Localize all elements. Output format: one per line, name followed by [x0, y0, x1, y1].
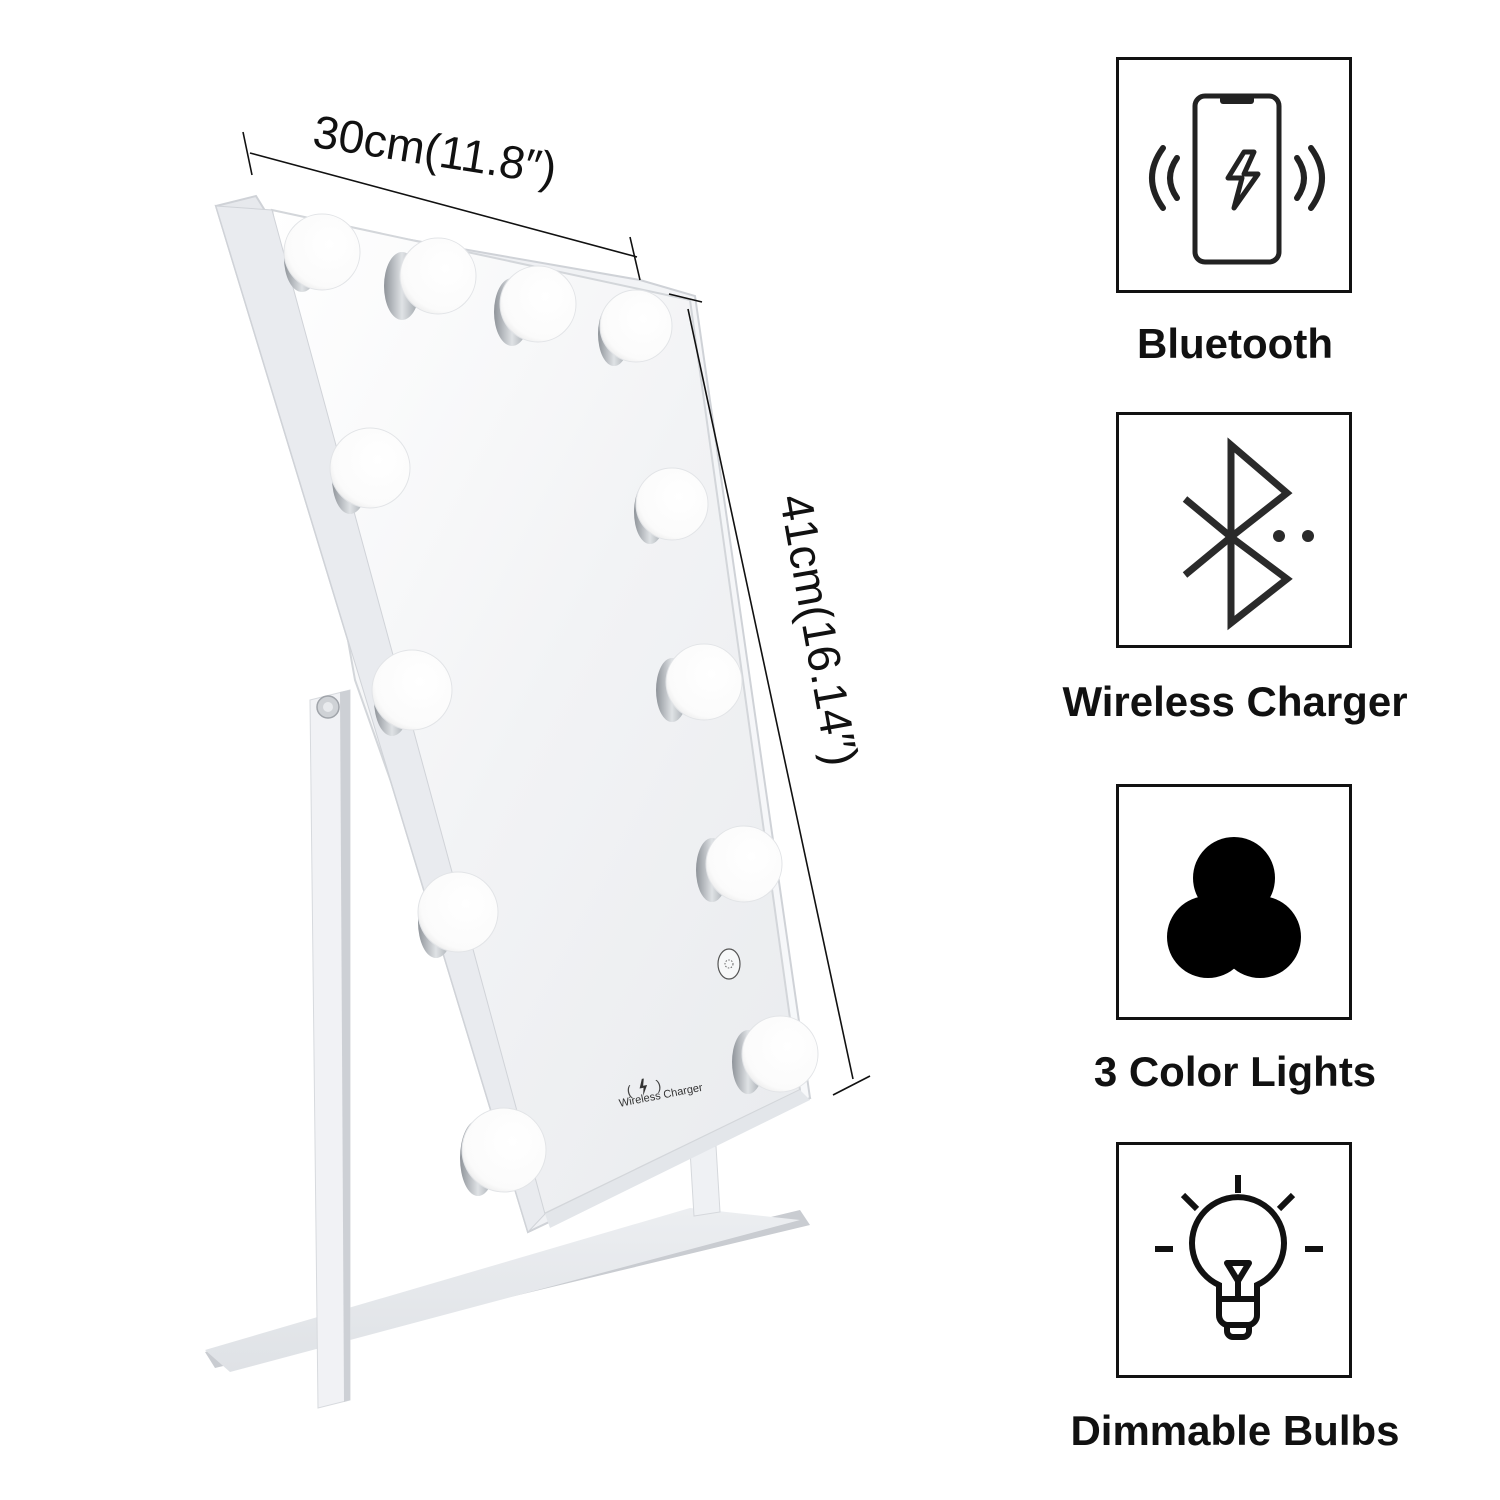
height-dimension-line: [668, 293, 871, 1096]
phone-wireless-charging-icon: [1149, 93, 1325, 265]
feature-label-wireless-charger: Wireless Charger: [1062, 678, 1408, 725]
bulb: [329, 427, 411, 514]
bulb: [460, 1107, 547, 1196]
wireless-charger-pad-icon: ( ): [625, 1076, 663, 1099]
width-dimension-line: [242, 131, 641, 281]
bulb: [696, 825, 783, 903]
feature-box-3-color-lights: [1116, 784, 1352, 1020]
bulb: [732, 1015, 819, 1094]
bulb: [371, 649, 453, 736]
three-circles-icon: [1167, 837, 1301, 978]
bulb: [494, 265, 577, 346]
light-bulb-icon: [1155, 1175, 1323, 1340]
bulb: [417, 871, 499, 958]
bulb: [283, 213, 361, 292]
support-post-left: [309, 689, 351, 1409]
feature-label-bluetooth: Bluetooth: [1137, 320, 1333, 367]
bulb: [634, 467, 709, 544]
feature-box-bluetooth: [1116, 57, 1352, 293]
feature-label-3-color-lights: 3 Color Lights: [1093, 1048, 1377, 1095]
feature-label-dimmable-bulbs: Dimmable Bulbs: [1070, 1407, 1400, 1454]
mirror-base: [205, 1208, 810, 1372]
bulb: [384, 237, 477, 320]
feature-box-wireless-charger: [1116, 412, 1352, 648]
vanity-bulbs: [283, 213, 819, 1196]
touch-dimmer-button[interactable]: [717, 948, 741, 980]
bulb: [656, 643, 743, 722]
feature-box-dimmable-bulbs: [1116, 1142, 1352, 1378]
bulb: [598, 289, 673, 366]
svg-text:): ): [655, 1076, 663, 1093]
svg-text:(: (: [625, 1082, 633, 1099]
bluetooth-icon: [1182, 437, 1314, 631]
